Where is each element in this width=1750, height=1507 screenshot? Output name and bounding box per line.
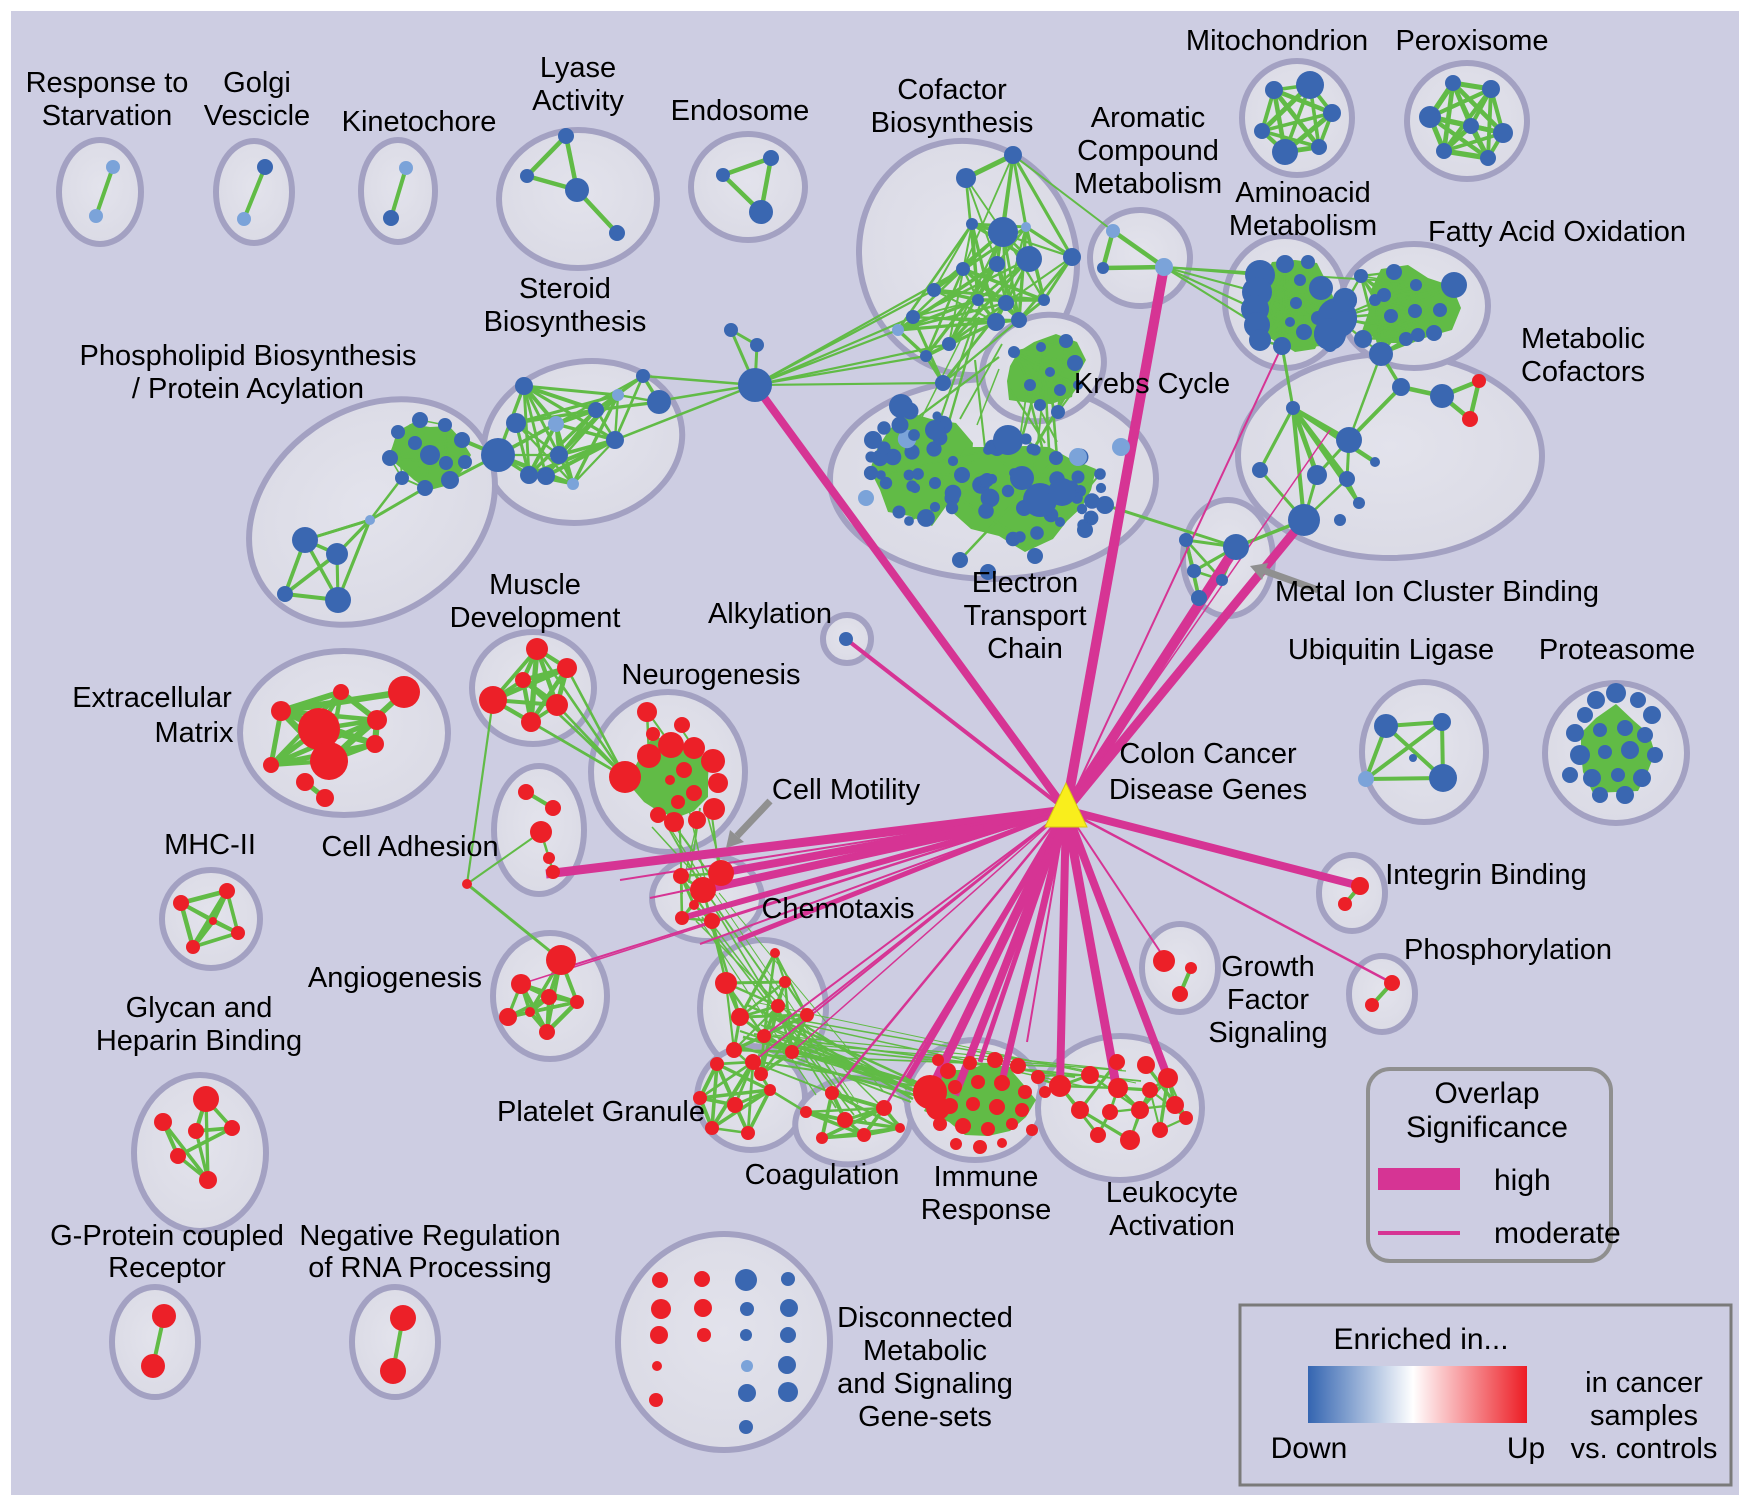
svg-text:Compound: Compound (1077, 135, 1219, 167)
svg-text:Aminoacid: Aminoacid (1235, 177, 1370, 209)
svg-text:Muscle: Muscle (489, 569, 581, 601)
svg-text:Colon Cancer: Colon Cancer (1119, 738, 1297, 770)
svg-text:Matrix: Matrix (155, 717, 234, 749)
svg-text:of RNA Processing: of RNA Processing (308, 1252, 551, 1284)
svg-text:Alkylation: Alkylation (708, 598, 832, 630)
svg-text:in cancer: in cancer (1585, 1367, 1703, 1399)
svg-text:moderate: moderate (1494, 1217, 1621, 1250)
svg-text:Response to: Response to (26, 67, 189, 99)
svg-text:Phospholipid Biosynthesis: Phospholipid Biosynthesis (80, 340, 417, 372)
svg-text:Neurogenesis: Neurogenesis (622, 659, 801, 691)
svg-text:Glycan and: Glycan and (126, 992, 273, 1024)
svg-text:Metabolism: Metabolism (1229, 210, 1377, 242)
svg-text:Signaling: Signaling (1208, 1017, 1327, 1049)
svg-text:G-Protein coupled: G-Protein coupled (50, 1220, 284, 1252)
svg-text:samples: samples (1590, 1400, 1698, 1432)
svg-text:Chain: Chain (987, 633, 1063, 665)
svg-text:Fatty Acid Oxidation: Fatty Acid Oxidation (1428, 216, 1686, 248)
svg-text:Metal Ion Cluster Binding: Metal Ion Cluster Binding (1275, 576, 1599, 608)
svg-text:Up: Up (1507, 1432, 1545, 1465)
svg-text:Metabolic: Metabolic (863, 1335, 987, 1367)
svg-text:Significance: Significance (1406, 1111, 1568, 1144)
svg-text:Endosome: Endosome (671, 95, 810, 127)
svg-text:Ubiquitin Ligase: Ubiquitin Ligase (1288, 634, 1494, 666)
svg-text:Angiogenesis: Angiogenesis (308, 962, 482, 994)
svg-text:Proteasome: Proteasome (1539, 634, 1695, 666)
svg-text:Extracellular: Extracellular (72, 682, 232, 714)
svg-text:Krebs Cycle: Krebs Cycle (1074, 368, 1230, 400)
svg-text:Cell Motility: Cell Motility (772, 774, 921, 806)
svg-text:Heparin Binding: Heparin Binding (96, 1025, 302, 1057)
svg-text:Lyase: Lyase (540, 52, 616, 84)
svg-text:Steroid: Steroid (519, 273, 611, 305)
svg-text:Aromatic: Aromatic (1091, 102, 1205, 134)
svg-text:Immune: Immune (934, 1161, 1039, 1193)
svg-text:Mitochondrion: Mitochondrion (1186, 25, 1368, 57)
svg-text:Biosynthesis: Biosynthesis (484, 306, 647, 338)
svg-text:Phosphorylation: Phosphorylation (1404, 934, 1612, 966)
svg-text:MHC-II: MHC-II (164, 829, 256, 861)
svg-text:Gene-sets: Gene-sets (858, 1401, 992, 1433)
svg-text:Cofactors: Cofactors (1521, 356, 1645, 388)
svg-text:Disconnected: Disconnected (837, 1302, 1013, 1334)
svg-text:Factor: Factor (1227, 984, 1310, 1016)
svg-text:Activity: Activity (532, 85, 624, 117)
svg-text:Chemotaxis: Chemotaxis (761, 893, 914, 925)
svg-text:Platelet Granule: Platelet Granule (497, 1096, 705, 1128)
svg-text:Leukocyte: Leukocyte (1106, 1177, 1238, 1209)
svg-text:Metabolic: Metabolic (1521, 323, 1645, 355)
svg-text:Disease Genes: Disease Genes (1109, 774, 1307, 806)
svg-text:Response: Response (921, 1194, 1052, 1226)
svg-text:Coagulation: Coagulation (745, 1159, 900, 1191)
svg-text:/ Protein Acylation: / Protein Acylation (132, 373, 364, 405)
svg-text:Starvation: Starvation (42, 100, 173, 132)
svg-text:and Signaling: and Signaling (837, 1368, 1013, 1400)
svg-text:Golgi: Golgi (223, 67, 291, 99)
svg-text:Activation: Activation (1109, 1210, 1235, 1242)
svg-text:high: high (1494, 1164, 1551, 1197)
svg-text:Enriched in...: Enriched in... (1333, 1323, 1508, 1356)
svg-text:Overlap: Overlap (1434, 1077, 1539, 1110)
svg-text:Peroxisome: Peroxisome (1395, 25, 1548, 57)
svg-text:Cofactor: Cofactor (897, 74, 1007, 106)
svg-text:Cell Adhesion: Cell Adhesion (321, 831, 498, 863)
svg-text:Biosynthesis: Biosynthesis (871, 107, 1034, 139)
svg-text:Electron: Electron (972, 567, 1078, 599)
svg-text:Kinetochore: Kinetochore (342, 106, 497, 138)
svg-text:Negative Regulation: Negative Regulation (299, 1220, 560, 1252)
svg-text:Down: Down (1271, 1432, 1348, 1465)
svg-text:vs. controls: vs. controls (1571, 1433, 1718, 1465)
svg-text:Vescicle: Vescicle (204, 100, 310, 132)
svg-text:Metabolism: Metabolism (1074, 168, 1222, 200)
svg-text:Growth: Growth (1221, 951, 1314, 983)
svg-text:Receptor: Receptor (108, 1252, 226, 1284)
svg-text:Development: Development (450, 602, 621, 634)
svg-text:Transport: Transport (963, 600, 1086, 632)
svg-text:Integrin Binding: Integrin Binding (1385, 859, 1587, 891)
